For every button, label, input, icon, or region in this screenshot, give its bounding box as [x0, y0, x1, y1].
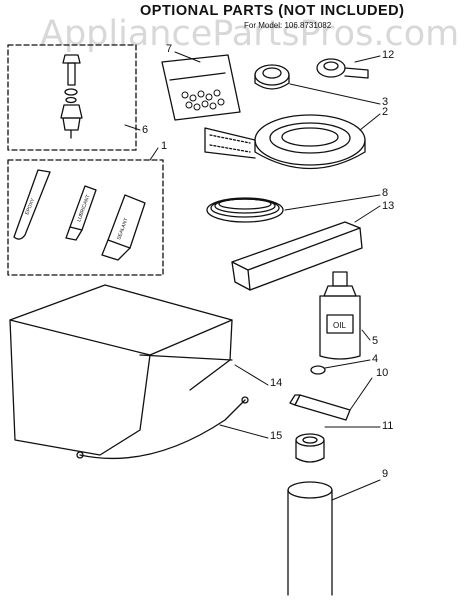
watermark: AppliancePartsPros.com: [40, 14, 460, 54]
callout-10: 10: [376, 367, 389, 379]
foam-block-part: [231, 221, 363, 291]
callout-11: 11: [382, 420, 394, 432]
callout-4: 4: [372, 353, 379, 365]
callout-2: 2: [382, 106, 389, 118]
callout-6: 6: [142, 124, 149, 136]
tape-part: [295, 433, 325, 463]
grommet-part: [310, 365, 326, 375]
valve-part: [60, 54, 83, 139]
diagram-title: OPTIONAL PARTS (NOT INCLUDED): [140, 3, 405, 19]
callout-9: 9: [382, 468, 389, 480]
insulation-coil-part: [204, 114, 366, 170]
valve-kit-box: [7, 44, 137, 151]
callout-5: 5: [372, 335, 379, 347]
oil-bottle-label: OIL: [333, 321, 346, 330]
stick-part: [13, 169, 51, 240]
cord-part: [76, 396, 249, 460]
bag-part: [161, 54, 241, 121]
callout-12: 12: [382, 49, 395, 61]
callout-7: 7: [166, 43, 173, 55]
stick-label: EPOXY: [24, 197, 36, 216]
model-number: For Model: 106.8731082: [244, 21, 332, 30]
tube-large-part: [101, 194, 146, 261]
tube-small-part: [65, 185, 97, 241]
callout-1: 1: [161, 140, 168, 152]
callout-14: 14: [270, 377, 283, 389]
oil-bottle-part: [319, 271, 361, 360]
spray-can-part: [287, 481, 333, 596]
tape-roll-part: [254, 64, 290, 90]
callout-15: 15: [270, 430, 283, 442]
tape-small-part: [316, 58, 369, 79]
repair-kit-box: [7, 159, 164, 276]
wire-coil-part: [206, 197, 284, 223]
tube-large-label: SEALANT: [116, 217, 129, 240]
callout-8: 8: [382, 187, 389, 199]
callout-3: 3: [382, 96, 389, 108]
callout-13: 13: [382, 200, 395, 212]
cover-part: [9, 284, 233, 456]
tube-part: [289, 394, 351, 421]
